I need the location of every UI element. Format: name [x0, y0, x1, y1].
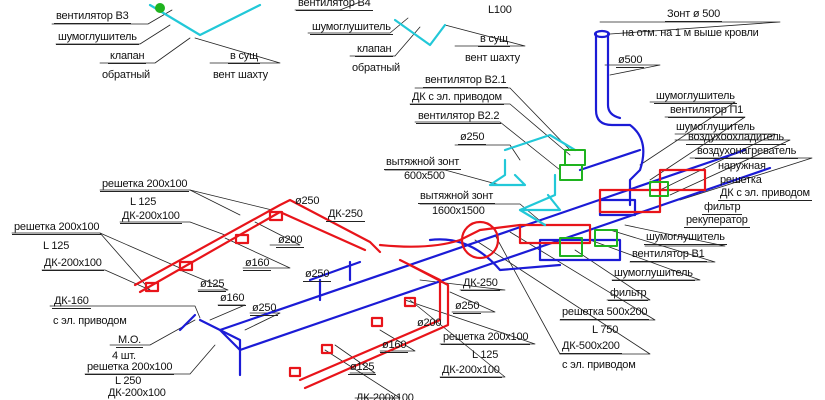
label-d200-t: ø200 — [276, 234, 305, 248]
label-to-b3: в сущ — [228, 50, 260, 64]
label-fan-b22: вентилятор В2.2 — [416, 110, 502, 124]
label-dk200-t2: ДК-200х100 — [42, 257, 104, 271]
supply-ducts — [133, 168, 707, 390]
label-d250-r: ø250 — [453, 300, 482, 314]
label-silencer-p1b: шумоглушитель — [676, 121, 755, 133]
label-dk160: ДК-160 — [52, 295, 91, 309]
label-shaft-b4: вент шахту — [465, 52, 520, 64]
label-d250-t: ø250 — [295, 195, 320, 207]
label-mo: М.О. — [116, 334, 144, 348]
label-hood-note: на отм. на 1 м выше кровли — [622, 27, 759, 39]
label-d250-b: ø250 — [250, 302, 279, 316]
label-hood-2: вытяжной зонт — [418, 190, 496, 204]
label-fan-p1: вентилятор П1 — [668, 104, 746, 118]
label-silencer-b4: шумоглушитель — [310, 21, 393, 35]
label-valve-b3: клапан — [108, 50, 147, 64]
label-l125-r: L 125 — [472, 349, 499, 361]
label-l100: L100 — [488, 4, 512, 16]
local-exhaust-ducts — [148, 3, 577, 227]
label-l750: L 750 — [592, 324, 619, 336]
label-shaft-b3: вент шахту — [213, 69, 268, 81]
label-cooler: воздухоохладитель — [686, 131, 786, 145]
label-d125-t: ø125 — [198, 278, 227, 292]
label-check-b4: обратный — [352, 62, 400, 74]
label-fan-b3: вентилятор В3 — [54, 10, 131, 24]
label-outdoor: наружная — [718, 160, 766, 172]
label-l250-b: L 250 — [115, 375, 142, 387]
label-mo-qty: 4 шт. — [112, 350, 136, 362]
label-grille-t1: решетка 200х100 — [100, 178, 190, 192]
label-hood-1: вытяжной зонт — [384, 156, 462, 170]
label-dk200-t1: ДК-200х100 — [120, 210, 182, 224]
label-grille-t2: решетка 200х100 — [12, 221, 102, 235]
label-dk500-drive: с эл. приводом — [562, 359, 636, 371]
label-valve-b4: клапан — [355, 43, 394, 57]
label-l125-t2: L 125 — [43, 240, 70, 252]
label-heater: воздухонагреватель — [695, 145, 799, 159]
label-silencer-p1a: шумоглушитель — [654, 90, 737, 104]
label-silencer-b1a: шумоглушитель — [644, 231, 727, 245]
label-outdoor-grille: решетка — [720, 174, 762, 186]
label-fan-b4: вентилятор В4 — [296, 0, 373, 11]
label-dk250-r: ДК-250 — [461, 277, 500, 291]
label-silencer-b3: шумоглушитель — [56, 31, 139, 45]
label-grille-b: решетка 200х100 — [85, 361, 175, 375]
label-grille-r: решетка 200х100 — [441, 331, 531, 345]
label-dk160-drive: с эл. приводом — [53, 315, 127, 327]
label-grille-500: решетка 500х200 — [560, 306, 650, 320]
label-d250-b2: ø250 — [303, 268, 332, 282]
label-dk200-bot: ДК-200х100 — [356, 392, 414, 400]
label-d200-r: ø200 — [417, 317, 442, 329]
label-dk500: ДК-500х200 — [560, 340, 622, 354]
label-fan-b1: вентилятор В1 — [630, 248, 707, 262]
label-hood-500: Зонт ø 500 — [665, 8, 723, 22]
label-dk200-r: ДК-200х100 — [440, 364, 502, 378]
exhaust-ducts — [178, 29, 772, 377]
label-d500: ø500 — [616, 54, 645, 68]
equipment — [155, 3, 669, 257]
label-fan-b21: вентилятор В2.1 — [423, 74, 509, 88]
label-silencer-b1b: шумоглушитель — [612, 267, 695, 281]
label-filter-p1: фильтр — [702, 201, 743, 215]
label-d160-bot: ø160 — [380, 339, 409, 353]
label-d160-t: ø160 — [243, 257, 272, 271]
label-dk200-b: ДК-200х100 — [108, 387, 166, 399]
label-dk-drive-b2: ДК с эл. приводом — [410, 91, 504, 105]
label-dk-drive-p1: ДК с эл. приводом — [718, 187, 812, 201]
label-recuperator: рекуператор — [684, 214, 750, 228]
label-hood-1-size: 600х500 — [404, 170, 445, 182]
label-d250-b2: ø250 — [458, 131, 487, 145]
label-dk250-t: ДК-250 — [326, 208, 365, 222]
label-filter-b1: фильтр — [608, 287, 649, 301]
label-check-b3: обратный — [102, 69, 150, 81]
label-d160-b: ø160 — [218, 292, 247, 306]
label-to-b4: в сущ — [478, 33, 510, 47]
label-l125-t1: L 125 — [130, 196, 157, 208]
label-d125-bot: ø125 — [348, 361, 377, 375]
label-hood-2-size: 1600х1500 — [432, 205, 485, 217]
